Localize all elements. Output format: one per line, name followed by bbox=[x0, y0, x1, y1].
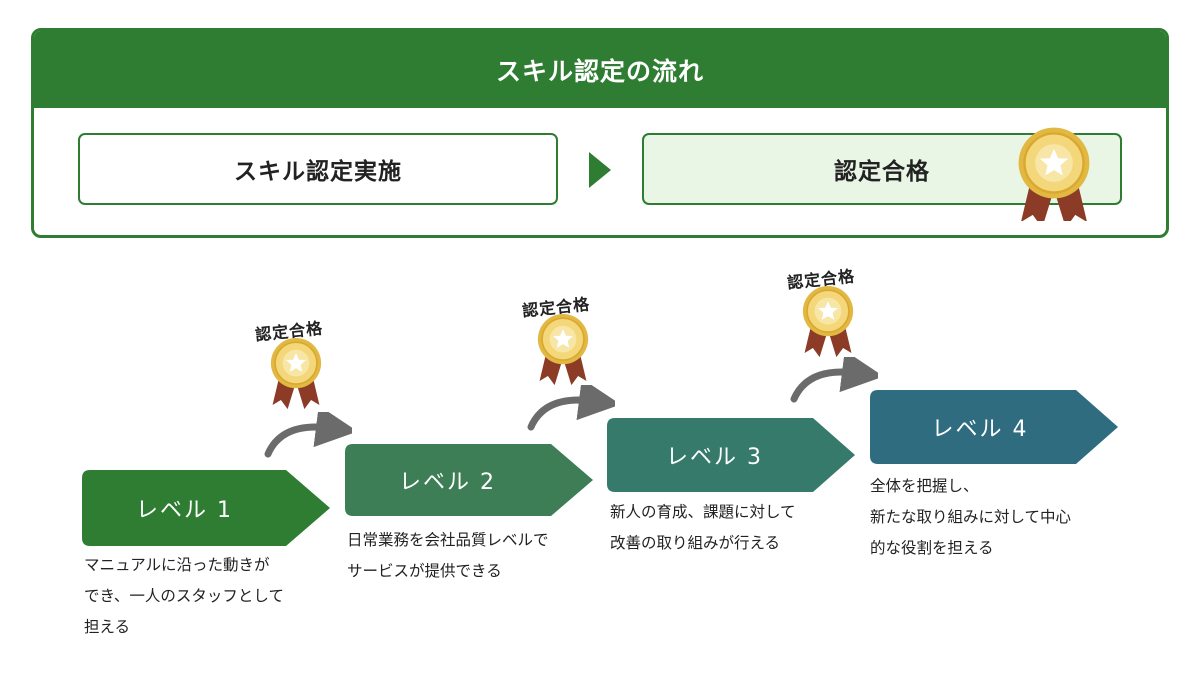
step-certification-exam: スキル認定実施 bbox=[78, 133, 558, 205]
level-3-description: 新人の育成、課題に対して 改善の取り組みが行える bbox=[610, 503, 796, 552]
medal-icon bbox=[802, 286, 854, 358]
level-2-arrow bbox=[345, 444, 593, 516]
medal-icon bbox=[537, 314, 589, 386]
level-4-arrow bbox=[870, 390, 1118, 464]
level-1-label: レベル 1 bbox=[136, 498, 233, 523]
curve-arrow-icon bbox=[527, 385, 615, 431]
medal-icon bbox=[1017, 126, 1091, 221]
medal-icon bbox=[270, 338, 322, 410]
level-1-arrow bbox=[82, 470, 330, 546]
curve-arrow-icon bbox=[790, 357, 878, 403]
level-1-description: マニュアルに沿った動きが でき、一人のスタッフとして 担える bbox=[84, 556, 284, 636]
level-4-description: 全体を把握し、 新たな取り組みに対して中心 的な役割を担える bbox=[870, 477, 1072, 557]
level-3-arrow bbox=[607, 418, 855, 492]
level-2-label: レベル 2 bbox=[399, 470, 496, 495]
step-arrow-icon bbox=[589, 152, 611, 188]
level-3-label: レベル 3 bbox=[666, 445, 763, 470]
curve-arrow-icon bbox=[264, 412, 352, 458]
level-2-description: 日常業務を会社品質レベルで サービスが提供できる bbox=[347, 531, 549, 580]
flow-title: スキル認定の流れ bbox=[34, 31, 1166, 108]
level-4-label: レベル 4 bbox=[931, 417, 1029, 442]
